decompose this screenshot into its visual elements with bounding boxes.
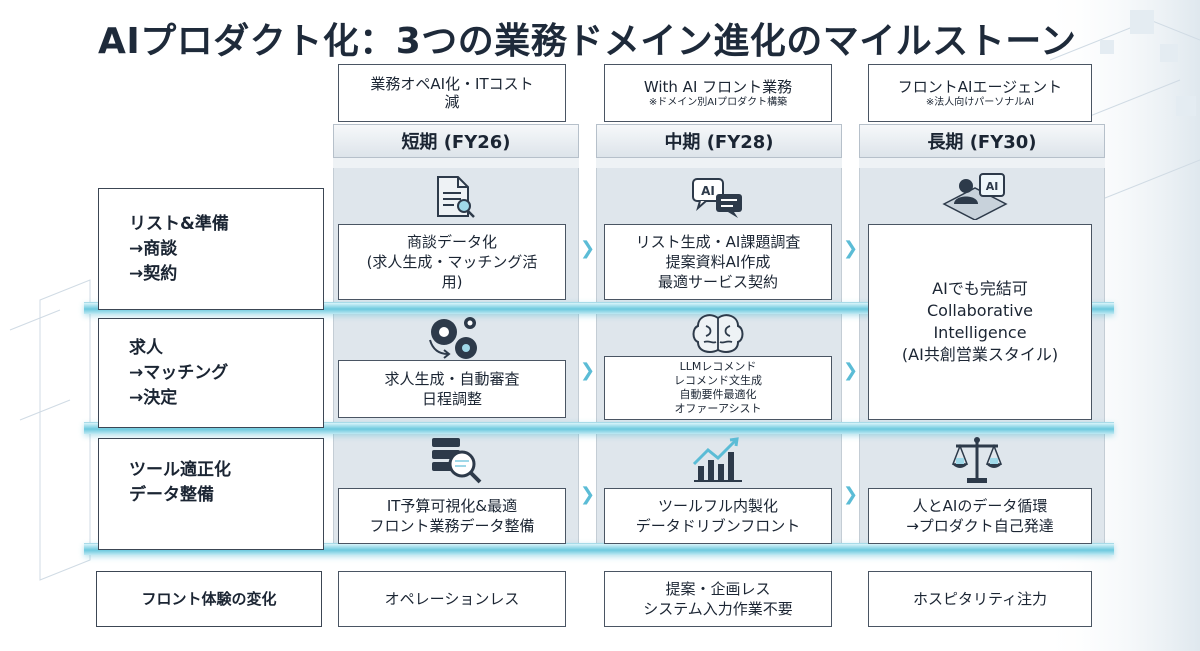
row-label-sales: リスト&準備 →商談 →契約 (98, 188, 324, 310)
cell-experience-short: オペレーションレス (338, 571, 566, 627)
scale-balance-icon (951, 437, 1003, 483)
cell-matching-short-text: 求人生成・自動審査 日程調整 (384, 370, 520, 408)
cell-matching-short: 求人生成・自動審査 日程調整 (338, 360, 566, 418)
growth-chart-icon (692, 437, 742, 482)
row-label-front-experience: フロント体験の変化 (96, 571, 322, 627)
chevron-right-icon: ❯ (843, 238, 859, 259)
chevron-right-icon: ❯ (580, 360, 596, 381)
cell-experience-long-text: ホスピタリティ注力 (912, 590, 1048, 608)
phase-theme-mid: With AI フロント業務 ※ドメイン別AIプロダクト構築 (604, 64, 832, 122)
row-label-tools: ツール適正化 データ整備 (98, 438, 324, 550)
cell-sales-mid-text: リスト生成・AI課題調査 提案資料AI作成 最適サービス契約 (635, 233, 801, 291)
phase-theme-short-text: 業務オペAI化・ITコスト 減 (370, 75, 534, 111)
row-band-2 (84, 422, 1114, 434)
ai-chat-icon: AI (692, 178, 742, 218)
cell-tools-short-text: IT予算可視化&最適 フロント業務データ整備 (369, 497, 535, 535)
cell-matching-mid: LLMレコメンド レコメンド文生成 自動要件最適化 オファーアシスト (604, 356, 832, 420)
document-search-icon (437, 176, 475, 218)
cell-long-merged: AIでも完結可 Collaborative Intelligence (AI共創… (868, 224, 1092, 420)
phase-theme-long: フロントAIエージェント ※法人向けパーソナルAI (868, 64, 1092, 122)
phase-theme-short: 業務オペAI化・ITコスト 減 (338, 64, 566, 122)
phase-theme-mid-text: With AI フロント業務 (643, 77, 793, 96)
cell-tools-mid-text: ツールフル内製化 データドリブンフロント (635, 497, 801, 535)
row-label-matching: 求人 →マッチング →決定 (98, 318, 324, 428)
row-band-1 (84, 302, 1114, 314)
chevron-right-icon: ❯ (843, 360, 859, 381)
cell-tools-mid: ツールフル内製化 データドリブンフロント (604, 488, 832, 544)
row-band-3 (84, 543, 1114, 555)
svg-text:AI: AI (701, 184, 715, 198)
chevron-right-icon: ❯ (580, 484, 596, 505)
chevron-right-icon: ❯ (843, 484, 859, 505)
row-label-sales-text: リスト&準備 →商談 →契約 (129, 213, 229, 284)
cell-matching-mid-text: LLMレコメンド レコメンド文生成 自動要件最適化 オファーアシスト (674, 360, 762, 415)
cell-experience-long: ホスピタリティ注力 (868, 571, 1092, 627)
brain-icon (692, 314, 744, 353)
phase-header-mid: 中期 (FY28) (596, 124, 842, 158)
row-label-tools-text: ツール適正化 データ整備 (129, 460, 231, 505)
cell-experience-short-text: オペレーションレス (384, 590, 520, 608)
chevron-right-icon: ❯ (580, 238, 596, 259)
phase-theme-long-note: ※法人向けパーソナルAI (925, 96, 1035, 108)
cell-sales-short-text: 商談データ化 (求人生成・マッチング活 用) (366, 233, 538, 291)
phase-theme-long-text: フロントAIエージェント (897, 77, 1063, 96)
phase-header-long: 長期 (FY30) (859, 124, 1105, 158)
cell-tools-short: IT予算可視化&最適 フロント業務データ整備 (338, 488, 566, 544)
cell-long-merged-text: AIでも完結可 Collaborative Intelligence (AI共創… (901, 279, 1059, 364)
svg-text:AI: AI (986, 180, 999, 193)
phase-header-short: 短期 (FY26) (333, 124, 579, 158)
cell-tools-long-text: 人とAIのデータ循環 →プロダクト自己発達 (906, 497, 1054, 535)
cell-tools-long: 人とAIのデータ循環 →プロダクト自己発達 (868, 488, 1092, 544)
row-label-matching-text: 求人 →マッチング →決定 (129, 337, 229, 408)
data-search-icon (432, 438, 482, 484)
cell-experience-mid: 提案・企画レス システム入力作業不要 (604, 571, 832, 627)
cell-sales-mid: リスト生成・AI課題調査 提案資料AI作成 最適サービス契約 (604, 224, 832, 300)
cell-sales-short: 商談データ化 (求人生成・マッチング活 用) (338, 224, 566, 300)
person-ai-icon: AI (942, 173, 1008, 220)
gears-icon (429, 317, 477, 359)
row-label-front-experience-text: フロント体験の変化 (141, 589, 277, 608)
page-title: AIプロダクト化：3つの業務ドメイン進化のマイルストーン (98, 21, 1077, 62)
cell-experience-mid-text: 提案・企画レス システム入力作業不要 (643, 580, 793, 618)
phase-theme-mid-note: ※ドメイン別AIプロダクト構築 (648, 96, 788, 108)
